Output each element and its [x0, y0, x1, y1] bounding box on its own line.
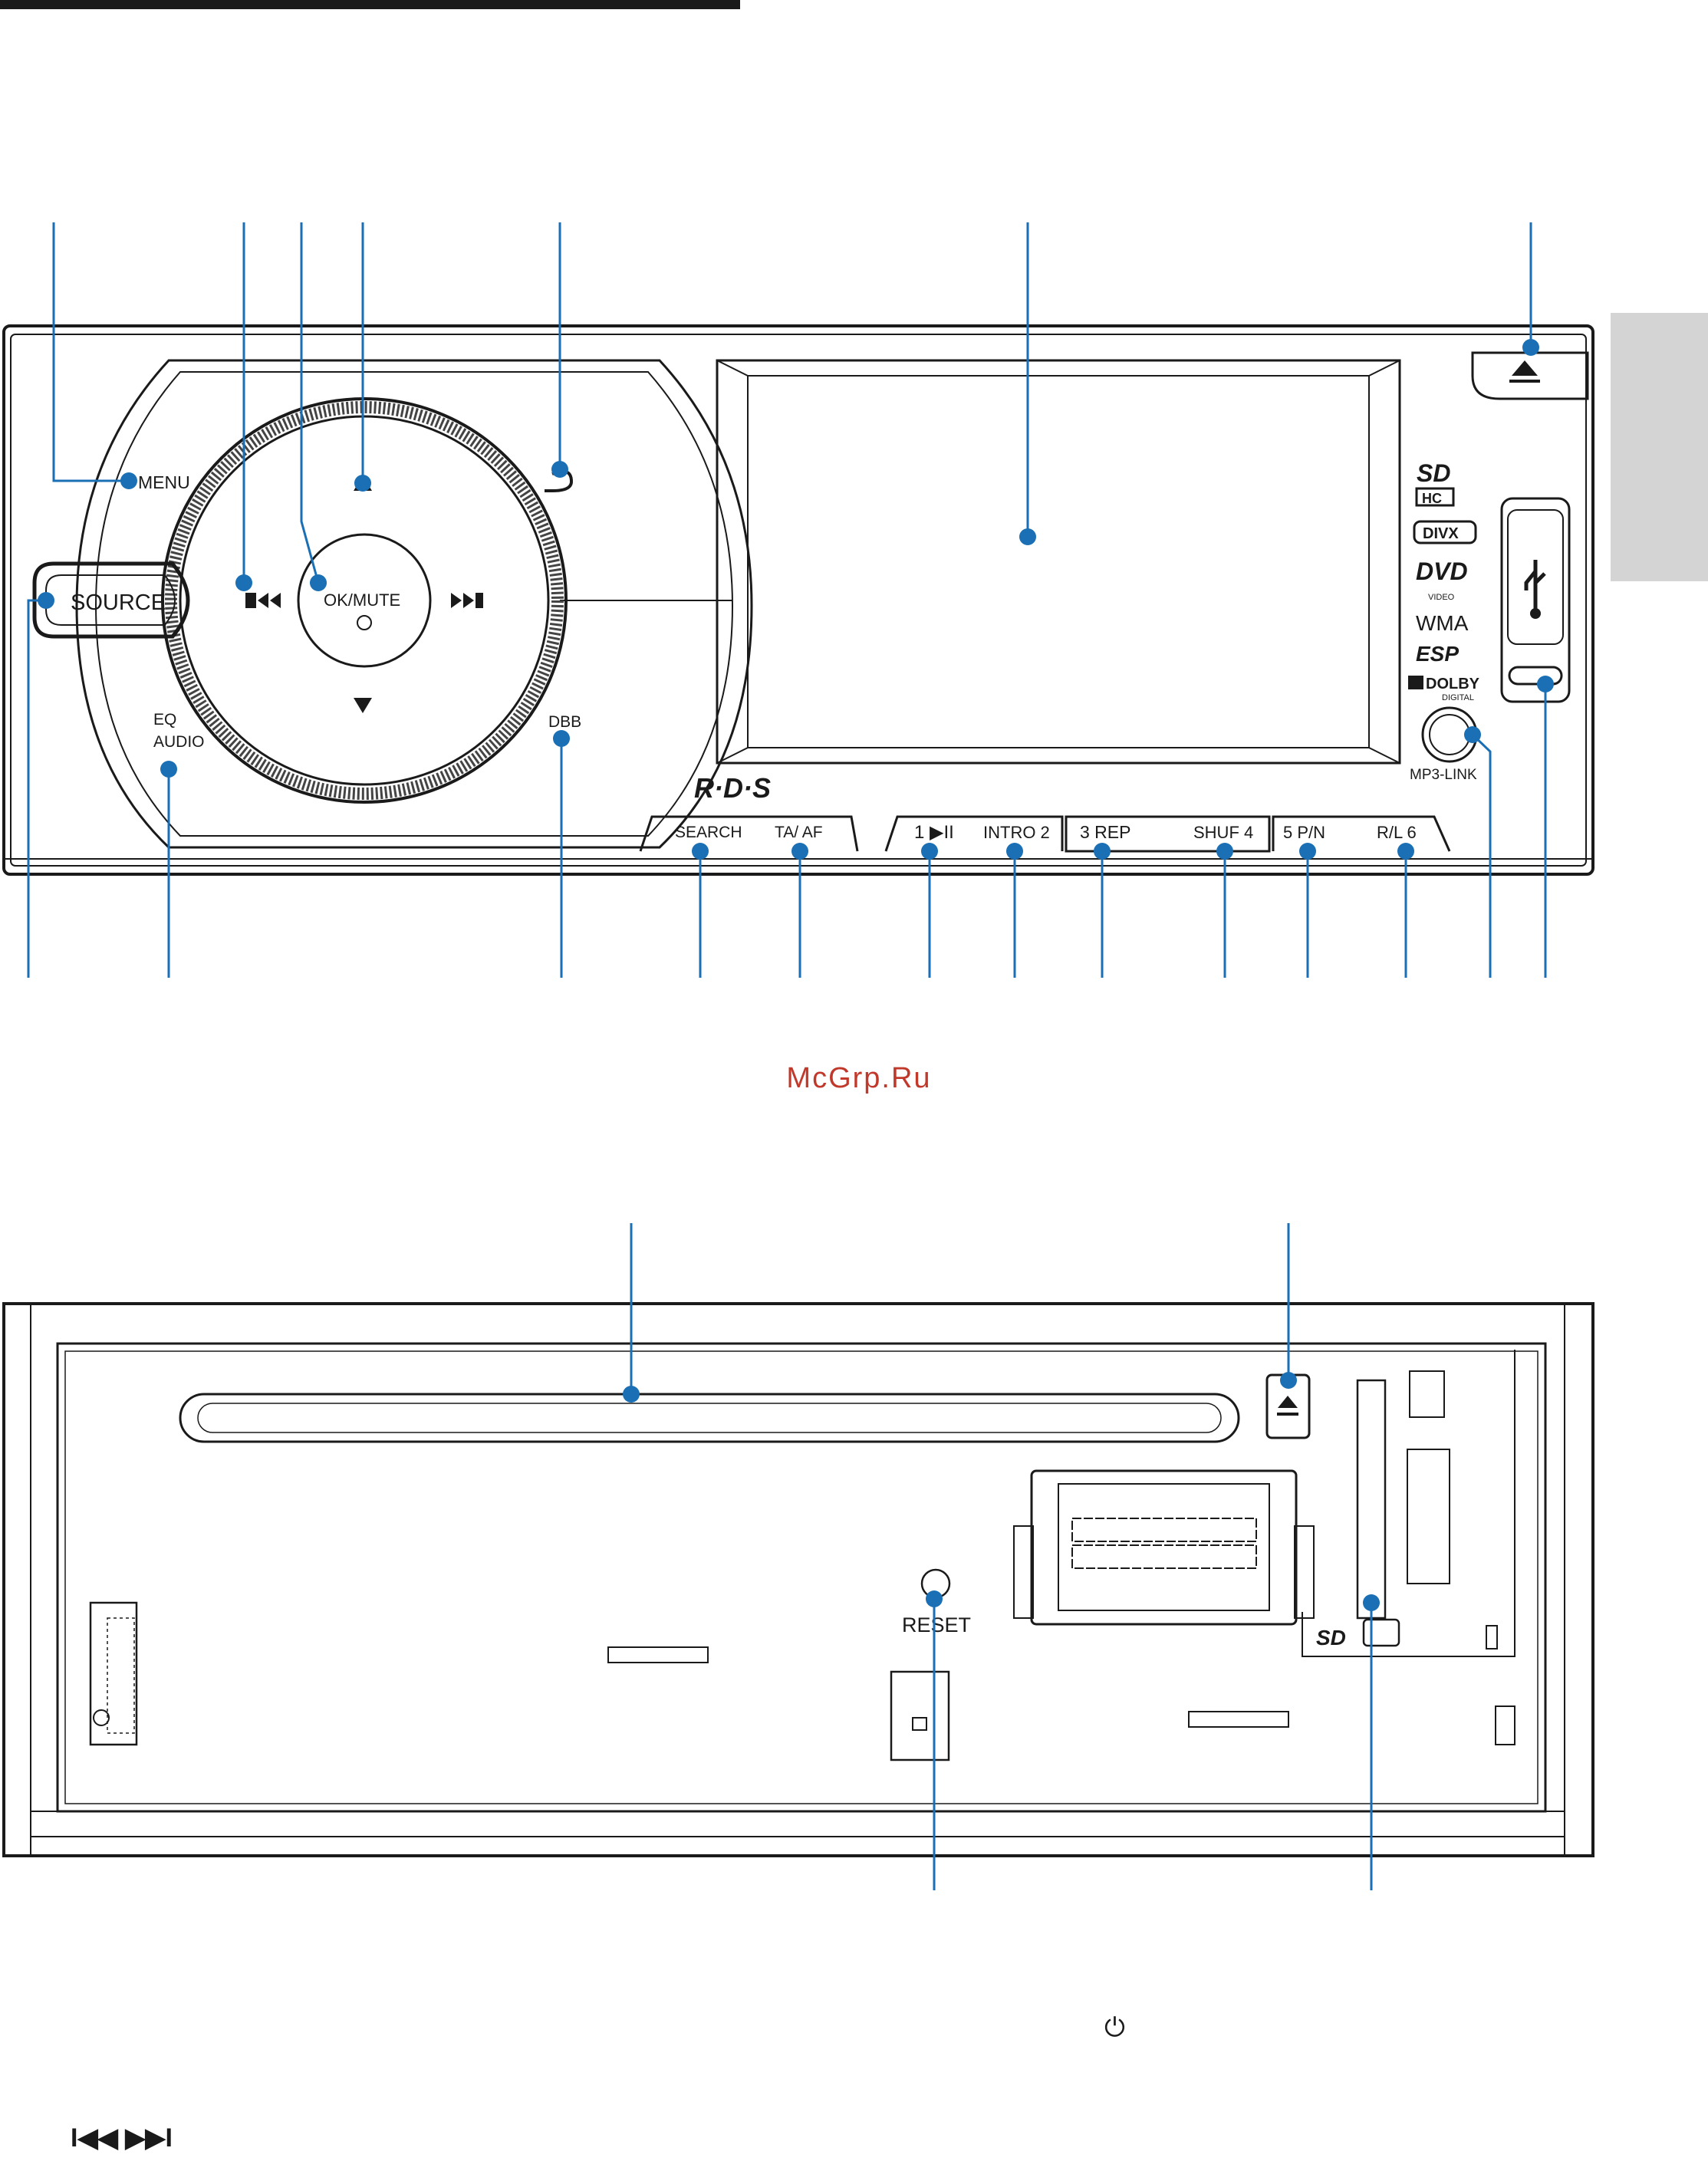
rep-3-label: 3 REP [1080, 822, 1130, 842]
dbb-label: DBB [548, 713, 581, 731]
key-1-label: 1 ▶II [914, 822, 954, 843]
video-logo: VIDEO [1428, 593, 1455, 602]
divx-logo: DIVX [1423, 525, 1459, 542]
ok-mute-label: OK/MUTE [324, 590, 400, 610]
watermark: McGrp.Ru [767, 1062, 951, 1095]
rear-panel: SD [4, 1304, 1593, 1856]
rear-callouts [623, 1223, 1380, 1890]
rear-sd-logo: SD [1316, 1626, 1346, 1650]
pn-5-label: 5 P/N [1283, 823, 1325, 842]
front-callouts-bottom [28, 592, 1554, 978]
rl-6-label: R/L 6 [1377, 823, 1417, 842]
source-label: SOURCE [71, 590, 166, 615]
front-callouts-top [54, 222, 1539, 591]
digital-logo: DIGITAL [1442, 693, 1474, 702]
eq-label: EQ [153, 711, 176, 729]
wma-logo: WMA [1416, 611, 1469, 635]
hc-logo: HC [1422, 491, 1442, 506]
audio-label: AUDIO [153, 733, 205, 751]
search-label: SEARCH [675, 824, 742, 841]
prev-next-icons: I◀◀ ▶▶I [71, 2123, 173, 2153]
format-logos: SD HC DIVX DVD VIDEO WMA ESP DOLBY DIGIT… [1408, 459, 1480, 702]
reset-label: RESET [902, 1613, 971, 1636]
intro-2-label: INTRO 2 [983, 823, 1050, 842]
dolby-icon [1408, 676, 1423, 689]
power-icon: ⏻ [1104, 2013, 1125, 2043]
shuf-4-label: SHUF 4 [1193, 823, 1253, 842]
dolby-logo: DOLBY [1426, 676, 1480, 692]
menu-label: MENU [138, 472, 190, 492]
dvd-logo: DVD [1416, 558, 1468, 585]
rds-logo: R·D·S [694, 772, 771, 804]
esp-logo: ESP [1416, 642, 1459, 666]
sd-logo: SD [1417, 459, 1450, 487]
front-panel [4, 326, 1593, 874]
mp3-link-label: MP3-LINK [1410, 767, 1477, 783]
ta-af-label: TA/ AF [775, 824, 823, 841]
